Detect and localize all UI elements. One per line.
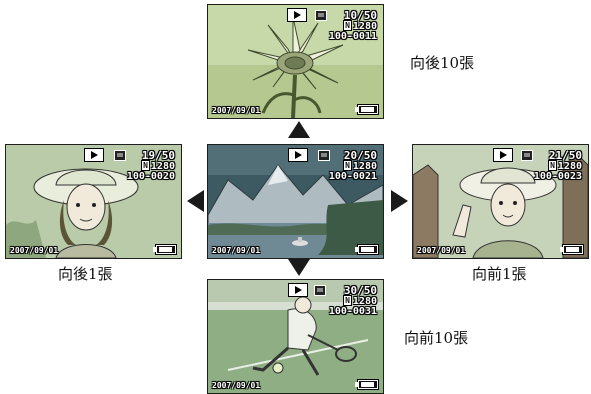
quality-icon: N [548, 160, 557, 171]
date-stamp: 2007/09/01 [10, 246, 59, 255]
battery-icon [560, 245, 583, 254]
arrow-right-icon [391, 190, 408, 212]
frame-counter: 21/50 [548, 149, 582, 162]
battery-icon [355, 105, 378, 114]
quality-icon: N [343, 20, 352, 31]
play-mode-icon [288, 148, 308, 162]
label-forward-1: 向前1張 [472, 265, 527, 283]
sd-card-icon [318, 150, 330, 161]
arrow-up-icon [288, 121, 310, 138]
sd-card-icon [521, 150, 533, 161]
date-stamp: 2007/09/01 [212, 381, 261, 390]
label-forward-10: 向前10張 [404, 329, 469, 347]
file-number: 100-0031 [328, 306, 377, 317]
flower-photo [208, 5, 383, 118]
label-back-10: 向後10張 [410, 54, 475, 72]
portrait-photo [413, 145, 588, 258]
frame-counter: 19/50 [141, 149, 175, 162]
arrow-left-icon [187, 190, 204, 212]
battery-icon [355, 245, 378, 254]
quality-icon: N [343, 295, 352, 306]
sd-card-icon [114, 150, 126, 161]
play-mode-icon [288, 283, 308, 297]
date-stamp: 2007/09/01 [212, 246, 261, 255]
date-stamp: 2007/09/01 [212, 106, 261, 115]
frame-counter: 10/50 [343, 9, 377, 22]
file-number: 100-0011 [328, 31, 377, 42]
landscape-photo [208, 145, 383, 258]
quality-icon: N [141, 160, 150, 171]
label-back-1: 向後1張 [58, 265, 113, 283]
frame-counter: 30/50 [343, 284, 377, 297]
sd-card-icon [315, 10, 327, 21]
sd-card-icon [314, 285, 326, 296]
play-mode-icon [493, 148, 513, 162]
file-number: 100-0020 [126, 171, 175, 182]
quality-icon: N [343, 160, 352, 171]
date-stamp: 2007/09/01 [417, 246, 466, 255]
play-mode-icon [287, 8, 307, 22]
file-number: 100-0023 [533, 171, 582, 182]
frame-counter: 20/50 [343, 149, 377, 162]
arrow-down-icon [288, 259, 310, 276]
file-number: 100-0021 [328, 171, 377, 182]
portrait-photo [6, 145, 181, 258]
battery-icon [153, 245, 176, 254]
battery-icon [355, 380, 378, 389]
tennis-photo [208, 280, 383, 393]
play-mode-icon [84, 148, 104, 162]
